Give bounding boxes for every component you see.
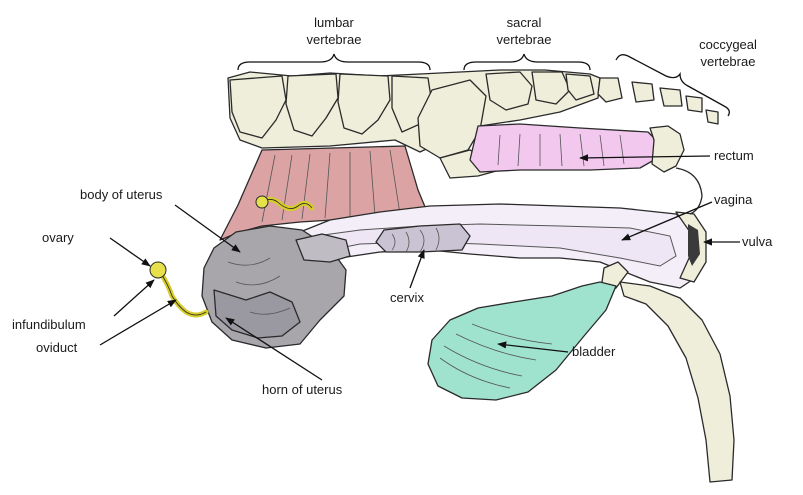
- label-coccygeal-line2: vertebrae: [701, 54, 756, 69]
- label-oviduct: oviduct: [36, 340, 78, 355]
- leader-ovary: [110, 238, 150, 266]
- pubic-bone: [620, 282, 734, 482]
- oviduct: [160, 272, 206, 315]
- label-vagina: vagina: [714, 192, 753, 207]
- ovary: [150, 262, 166, 278]
- label-cervix: cervix: [390, 290, 424, 305]
- label-sacral-line1: sacral: [507, 15, 542, 30]
- label-lumbar-line1: lumbar: [314, 15, 354, 30]
- ovary-upper: [256, 196, 268, 208]
- leader-oviduct: [100, 300, 176, 345]
- label-sacral-line2: vertebrae: [497, 32, 552, 47]
- coccyx-tail: [650, 126, 684, 172]
- label-rectum: rectum: [714, 148, 754, 163]
- lumbar-brace: [238, 54, 430, 70]
- label-bladder: bladder: [572, 344, 616, 359]
- label-lumbar-line2: vertebrae: [307, 32, 362, 47]
- leader-infundibulum: [114, 280, 154, 316]
- label-vulva: vulva: [742, 234, 773, 249]
- leader-cervix: [410, 250, 424, 288]
- sacral-brace: [464, 54, 590, 70]
- label-infundibulum: infundibulum: [12, 317, 86, 332]
- label-ovary: ovary: [42, 230, 74, 245]
- label-body-of-uterus: body of uterus: [80, 187, 163, 202]
- label-coccygeal-line1: coccygeal: [699, 37, 757, 52]
- tail-curve: [676, 168, 702, 214]
- label-horn-of-uterus: horn of uterus: [262, 382, 343, 397]
- bladder: [428, 282, 616, 400]
